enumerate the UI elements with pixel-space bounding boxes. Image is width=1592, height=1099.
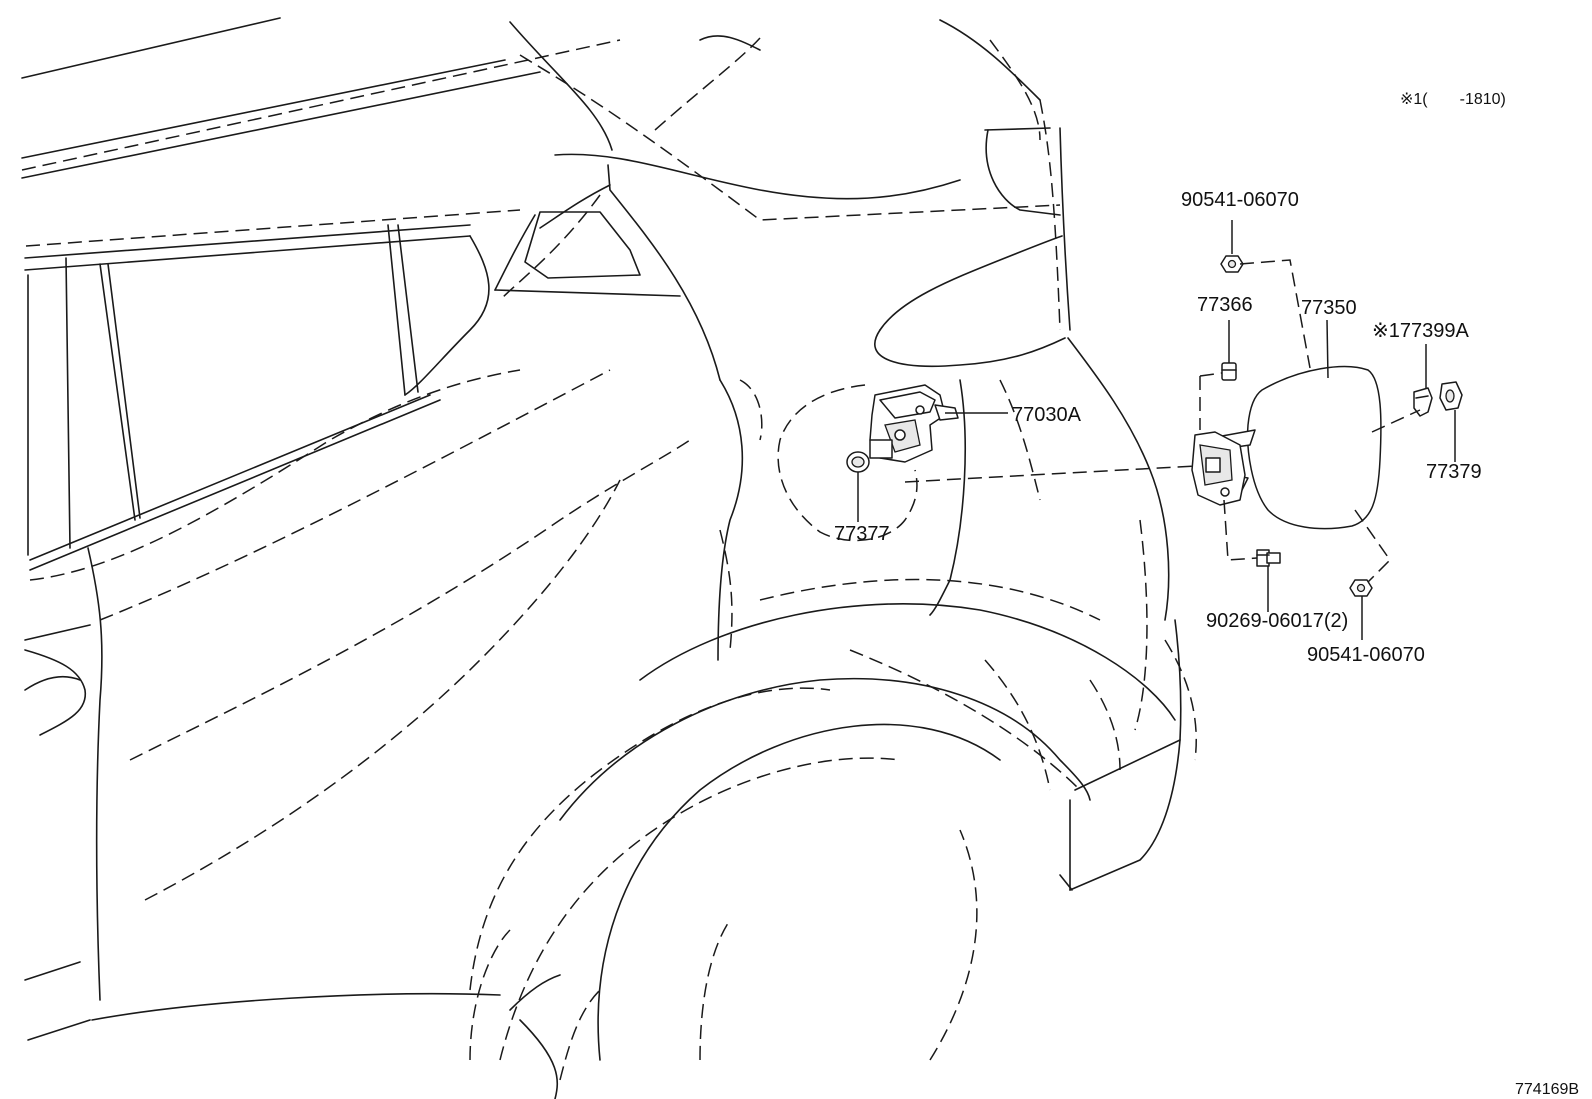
nut-top-90541-06070 [1220,255,1244,273]
vehicle-body-outline [21,17,1182,1099]
label-77030a: 77030A [1012,404,1082,426]
label-77350: 77350 [1301,297,1357,319]
part-77379 [1439,381,1463,411]
fuel-door-hinge-housing [1191,431,1246,506]
label-77379: 77379 [1426,461,1482,483]
illustration-code: 774169B [1515,1081,1579,1098]
opener-region-outline [777,384,918,542]
label-bolt-bottom: 90541-06070 [1307,644,1425,666]
clip-77366 [1221,362,1237,381]
label-screw: 90269-06017(2) [1206,610,1348,632]
vehicle-dashed-lines [21,37,1197,1081]
applicability-note: ※1( -1810) [1400,91,1506,108]
screw-90269-06017 [1256,549,1281,567]
label-77366: 77366 [1197,294,1253,316]
assembly-dashed-lines [904,259,1421,583]
label-bolt-top: 90541-06070 [1181,189,1299,211]
part-77399a [1413,387,1433,417]
nut-bottom-90541-06070 [1349,579,1373,597]
grommet-77377 [846,451,870,473]
label-77377: 77377 [834,523,890,545]
label-77399a: ※177399A [1372,320,1469,342]
leader-lines [857,220,1456,640]
fuel-lid-opener-77030a [869,384,959,463]
